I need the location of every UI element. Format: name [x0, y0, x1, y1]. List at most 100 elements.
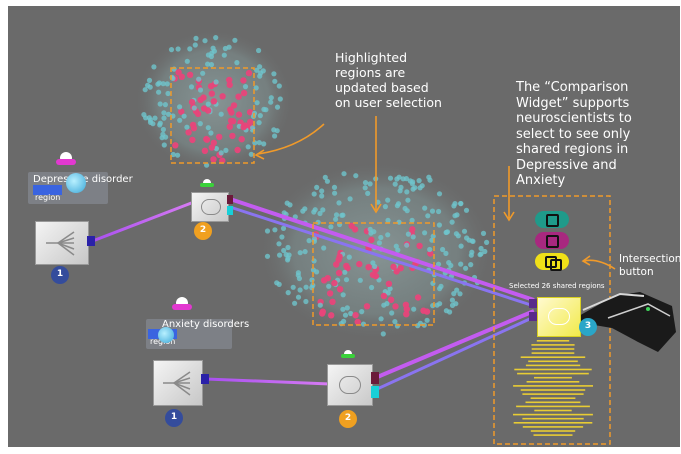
- region-dot: [188, 84, 195, 90]
- region-dot: [272, 78, 278, 84]
- region-dot: [168, 47, 175, 53]
- highlighted-region-dot: [197, 96, 204, 104]
- region-dot: [314, 184, 320, 190]
- list-item: [516, 405, 590, 408]
- scene-viewport: Highlighted regions are updated based on…: [8, 6, 680, 447]
- region-dot: [378, 234, 384, 241]
- region-dot: [365, 190, 371, 196]
- eye-toggle-icon[interactable]: [56, 152, 78, 166]
- region-dot: [311, 191, 317, 197]
- highlighted-region-dot: [226, 123, 233, 130]
- region-dots-top: [141, 35, 283, 168]
- highlighted-region-dot: [242, 122, 249, 129]
- highlighted-region-dot: [219, 93, 226, 100]
- connector-port[interactable]: [371, 386, 379, 398]
- annotation-arrows: [254, 116, 616, 270]
- highlighted-region-dot: [368, 236, 375, 244]
- brain-cloud-center: [258, 161, 494, 341]
- region-dot: [347, 196, 353, 202]
- region-dot: [161, 115, 167, 121]
- region-dot: [177, 117, 183, 123]
- region-tag-label: region: [35, 193, 61, 202]
- brain-node-top[interactable]: [191, 192, 229, 222]
- highlighted-region-dot: [397, 265, 404, 272]
- visibility-icon[interactable]: [200, 179, 214, 188]
- region-dot: [321, 245, 327, 251]
- region-dot: [159, 135, 165, 141]
- region-dot: [458, 243, 464, 249]
- region-dot: [256, 47, 262, 54]
- connector-port[interactable]: [371, 372, 379, 384]
- highlighted-region-dot: [333, 261, 340, 268]
- connector-port[interactable]: [201, 374, 209, 384]
- visibility-icon[interactable]: [341, 350, 355, 359]
- brain-icon: [339, 376, 361, 394]
- region-dot: [213, 79, 219, 85]
- brain-node-bottom[interactable]: [327, 364, 373, 406]
- source-node-top[interactable]: [35, 221, 89, 265]
- region-dot: [440, 246, 446, 253]
- region-dot: [387, 175, 394, 181]
- region-dot: [409, 217, 415, 223]
- region-dot: [204, 162, 210, 168]
- highlighted-region-dot: [230, 102, 238, 109]
- connector-port[interactable]: [529, 299, 537, 308]
- highlighted-region-dot: [335, 269, 343, 277]
- region-dot: [389, 310, 395, 316]
- region-dot: [385, 232, 391, 238]
- region-dot: [274, 280, 280, 286]
- region-dot: [340, 292, 346, 298]
- region-tag[interactable]: region: [33, 185, 63, 202]
- union-mode-button[interactable]: [535, 211, 569, 228]
- region-dot: [419, 183, 425, 189]
- list-item: [534, 376, 572, 379]
- annotation-line: neuroscientists to: [516, 111, 632, 126]
- anxiety-filter-label: Anxiety disorders: [162, 319, 250, 330]
- depressive-filter-panel[interactable]: Depressive disorder region: [28, 152, 133, 204]
- highlighted-region-dot: [403, 311, 410, 318]
- highlighted-region-dot: [226, 76, 233, 84]
- region-dot: [385, 217, 391, 223]
- region-dot: [348, 310, 354, 317]
- highlight-box-top: [170, 67, 255, 164]
- annotation-line: Widget” supports: [516, 95, 630, 111]
- anxiety-filter-panel[interactable]: Anxiety disorders region: [146, 297, 249, 349]
- region-dot: [387, 286, 393, 292]
- highlighted-region-dot: [331, 279, 338, 287]
- connector-port[interactable]: [529, 312, 537, 321]
- highlighted-region-dot: [414, 294, 422, 301]
- region-dot: [285, 244, 291, 251]
- region-dot: [213, 35, 219, 41]
- region-dot: [276, 241, 282, 247]
- region-dot: [484, 239, 490, 245]
- region-dot: [429, 237, 435, 243]
- region-dot: [482, 248, 488, 255]
- region-dot: [341, 171, 347, 177]
- difference-mode-button[interactable]: [535, 232, 569, 249]
- connector-port[interactable]: [227, 206, 233, 215]
- intersection-button[interactable]: [535, 253, 569, 271]
- source-node-bottom[interactable]: [153, 360, 203, 406]
- region-dot: [429, 208, 436, 214]
- region-dot: [455, 233, 461, 239]
- region-dot: [169, 74, 175, 80]
- region-dot: [200, 70, 206, 76]
- comparison-node[interactable]: [537, 297, 581, 337]
- region-dot: [424, 317, 430, 323]
- eye-toggle-icon[interactable]: [172, 297, 194, 311]
- highlighted-region-dot: [178, 73, 185, 81]
- region-dot: [193, 35, 199, 41]
- region-dot: [343, 277, 350, 283]
- annotation-line: Highlighted: [335, 50, 408, 65]
- highlighted-region-dot: [201, 147, 209, 154]
- region-dot: [208, 130, 214, 136]
- region-dot: [422, 205, 428, 211]
- highlighted-region-dot: [216, 133, 223, 141]
- connector-port[interactable]: [227, 195, 233, 204]
- branch-icon: [46, 231, 75, 256]
- annotation-line: select to see only: [516, 126, 631, 142]
- region-dot: [175, 152, 181, 158]
- connector-port[interactable]: [87, 236, 95, 246]
- highlighted-region-dot: [227, 117, 235, 125]
